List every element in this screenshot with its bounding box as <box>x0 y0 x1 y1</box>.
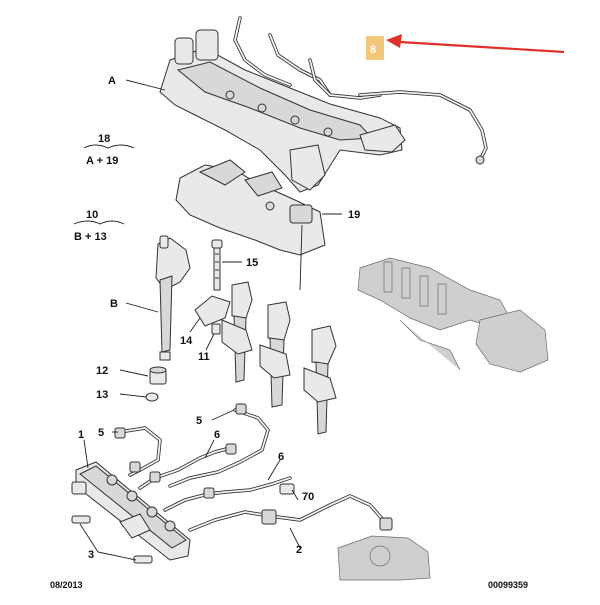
group-18-top: 18 <box>98 133 110 145</box>
intake-manifold-19 <box>175 159 326 256</box>
label-13: 13 <box>96 389 108 401</box>
group-10-bottom: B + 13 <box>74 231 107 243</box>
high-pressure-pipes <box>114 403 292 512</box>
injector-3 <box>303 325 337 435</box>
label-14: 14 <box>180 335 193 347</box>
supply-pipe-2 <box>188 494 393 532</box>
label-3: 3 <box>88 549 94 561</box>
injector-1 <box>221 281 253 383</box>
label-70: 70 <box>302 491 314 503</box>
label-11: 11 <box>198 351 210 363</box>
callout-8-arrow-line <box>399 40 565 54</box>
group-notations <box>73 144 135 225</box>
group-10-top: 10 <box>86 209 98 221</box>
callout-8: 8 <box>366 34 565 60</box>
injector-row <box>221 224 337 435</box>
leader-lines <box>79 79 342 561</box>
seal-12 <box>149 366 167 385</box>
footer-date: 08/2013 <box>50 580 83 590</box>
label-5-left: 5 <box>98 427 104 439</box>
label-a: A <box>108 75 116 87</box>
clamp-14 <box>194 295 231 327</box>
fuel-pump-ghost <box>337 535 431 581</box>
bolt-15 <box>211 239 223 291</box>
fuel-rail-assembly-a <box>159 29 406 193</box>
label-19: 19 <box>348 209 360 221</box>
label-15: 15 <box>246 257 258 269</box>
common-rail-1 <box>71 461 191 561</box>
footer: 08/2013 00099359 <box>50 580 528 590</box>
bracket-70 <box>279 483 295 495</box>
label-1: 1 <box>78 429 84 441</box>
injector-2 <box>259 301 291 408</box>
label-6-lower: 6 <box>278 451 284 463</box>
nut-11 <box>211 323 221 335</box>
callout-8-box <box>366 36 384 60</box>
label-2: 2 <box>296 544 302 556</box>
label-b: B <box>110 298 118 310</box>
label-6-upper: 6 <box>214 429 220 441</box>
part-labels: A 18 A + 19 10 B + 13 19 15 B 14 11 12 1… <box>74 75 360 561</box>
footer-reference: 00099359 <box>488 580 528 590</box>
callout-8-arrowhead <box>386 34 402 48</box>
top-harness-lines <box>233 16 488 165</box>
label-12: 12 <box>96 365 108 377</box>
bolts-3 <box>71 515 153 564</box>
callout-8-text: 8 <box>370 44 376 56</box>
injector-b <box>155 235 191 361</box>
assembled-view-thumbnail <box>357 257 549 373</box>
washer-13 <box>145 392 159 402</box>
label-5-right: 5 <box>196 415 202 427</box>
group-18-bottom: A + 19 <box>86 155 118 167</box>
